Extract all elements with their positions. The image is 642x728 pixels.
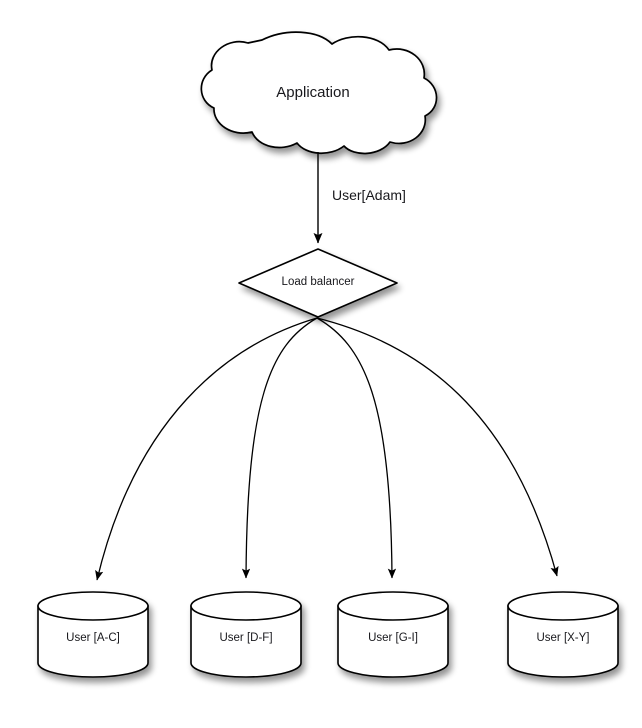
- edge-loadbalancer-to-db-2: [316, 317, 397, 579]
- node-cylinder-db-1[interactable]: [190, 591, 302, 678]
- node-cylinder-db-3[interactable]: [507, 591, 619, 678]
- node-cloud-application[interactable]: [200, 31, 438, 155]
- node-diamond-load-balancer[interactable]: [238, 248, 398, 318]
- node-cylinder-db-2[interactable]: [337, 591, 449, 678]
- edge-loadbalancer-to-db-0: [95, 317, 318, 581]
- edge-loadbalancer-to-db-1: [241, 317, 318, 579]
- edge-loadbalancer-to-db-3: [316, 317, 559, 577]
- node-cylinder-db-0[interactable]: [37, 591, 149, 678]
